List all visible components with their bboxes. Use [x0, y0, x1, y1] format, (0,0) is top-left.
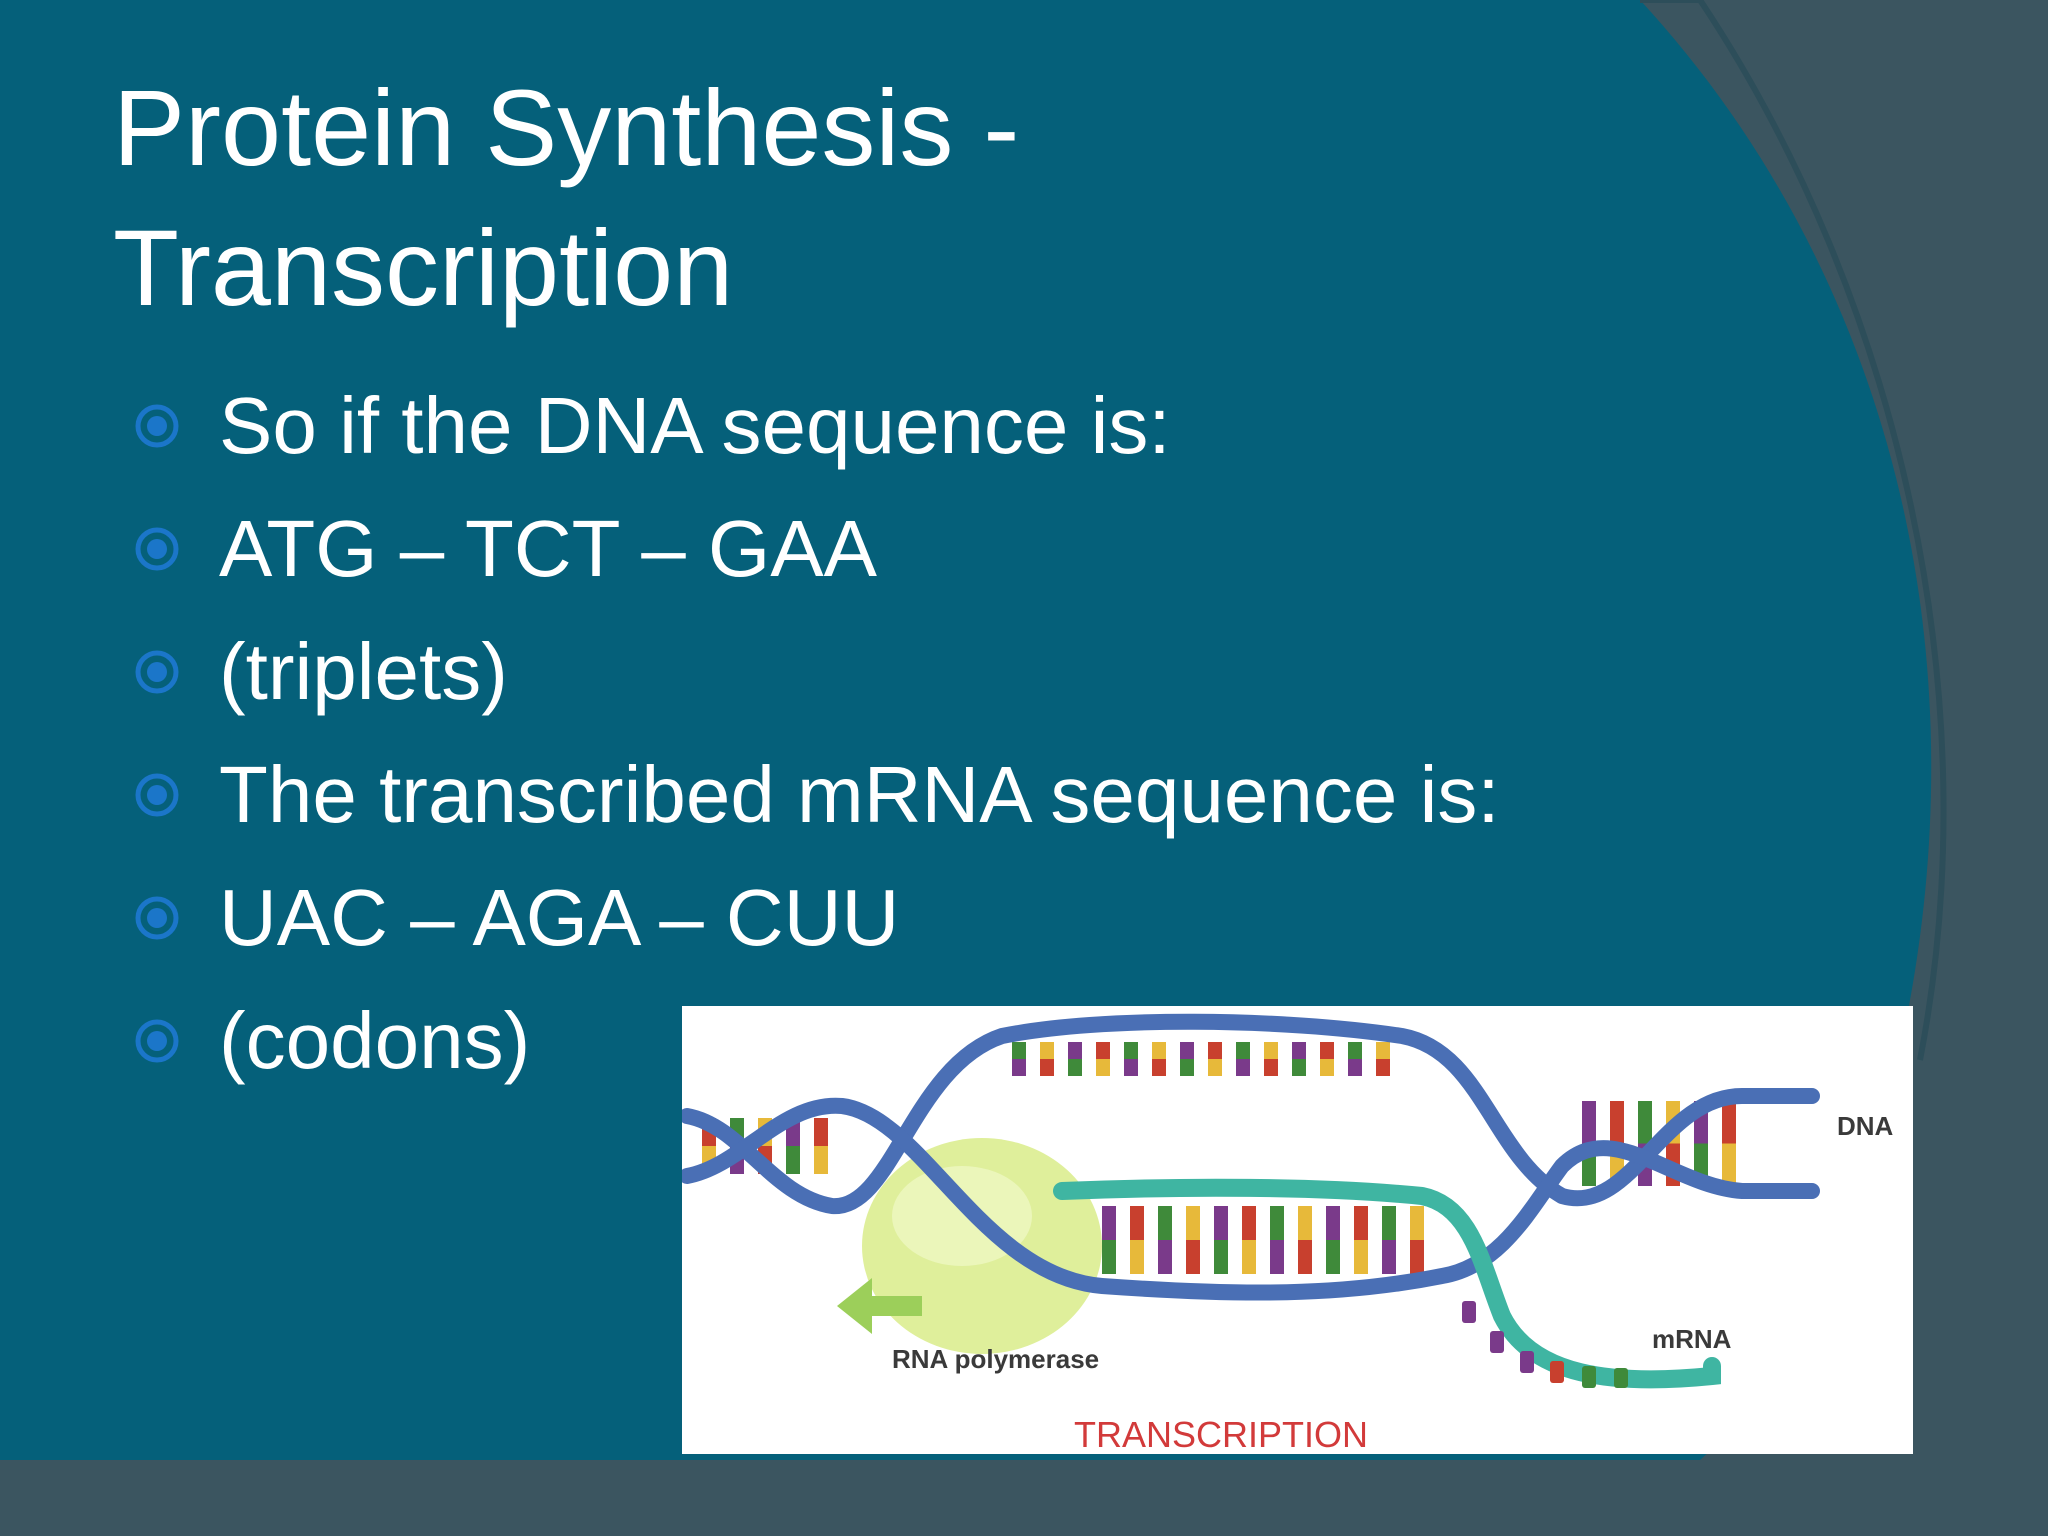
base-pair-rung: [1180, 1059, 1194, 1076]
base-pair-rung: [1582, 1101, 1596, 1144]
base-pair-rung: [1270, 1240, 1284, 1274]
base-pair-rung: [1180, 1042, 1194, 1059]
base-pair-rung: [1298, 1206, 1312, 1240]
base-pair-rung: [1326, 1206, 1340, 1240]
dna-strand-bottom: [682, 1097, 1820, 1301]
base-pair-rung: [1236, 1059, 1250, 1076]
base-pair-rung: [1292, 1059, 1306, 1076]
bullet-text: The transcribed mRNA sequence is:: [219, 749, 1500, 839]
base-pair-rung: [1242, 1206, 1256, 1240]
target-bullet-icon: [135, 773, 179, 816]
bullet-text: UAC – AGA – CUU: [219, 872, 900, 962]
bullet-item: So if the DNA sequence is:: [133, 364, 1500, 487]
slide-title: Protein Synthesis - Transcription: [113, 58, 1019, 338]
base-pair-rung: [814, 1118, 828, 1146]
target-bullet-icon: [135, 1019, 179, 1062]
base-pair-rung: [1292, 1042, 1306, 1059]
base-pair-rung: [1040, 1059, 1054, 1076]
base-pair-rung: [1326, 1240, 1340, 1274]
base-pair-rung: [1376, 1042, 1390, 1059]
base-pair-rung: [1722, 1101, 1736, 1144]
base-pair-rung: [1410, 1206, 1424, 1240]
base-pair-rung: [1186, 1206, 1200, 1240]
base-pair-rung: [1270, 1206, 1284, 1240]
base-pair-rung: [1264, 1042, 1278, 1059]
base-pair-rung: [1158, 1240, 1172, 1274]
base-pair-rung: [1354, 1240, 1368, 1274]
bullet-item: ATG – TCT – GAA: [133, 487, 1500, 610]
target-bullet-icon: [135, 896, 179, 939]
base-pair-rung: [1348, 1059, 1362, 1076]
base-pair-rung: [1610, 1101, 1624, 1144]
target-bullet-icon: [135, 527, 179, 570]
bullet-text: ATG – TCT – GAA: [219, 503, 877, 593]
base-pair-rung: [1130, 1240, 1144, 1274]
base-pair-rung: [1722, 1143, 1736, 1186]
base-pair-rung: [1208, 1042, 1222, 1059]
base-pair-rung: [814, 1146, 828, 1174]
base-pair-rung: [1124, 1042, 1138, 1059]
base-pair-rung: [1068, 1042, 1082, 1059]
rna-polymerase-label: RNA polymerase: [892, 1344, 1100, 1374]
base-pair-rung: [1158, 1206, 1172, 1240]
target-bullet-icon: [135, 650, 179, 693]
base-pair-rung: [1152, 1059, 1166, 1076]
base-pair-rung: [1130, 1206, 1144, 1240]
base-pair-rung: [1638, 1101, 1652, 1144]
target-bullet-icon: [135, 404, 179, 447]
bullet-text: So if the DNA sequence is:: [219, 380, 1171, 470]
base-pair-rung: [1068, 1059, 1082, 1076]
base-pair-rung: [1214, 1206, 1228, 1240]
base-pair-rung: [1012, 1059, 1026, 1076]
base-pair-rung: [1376, 1059, 1390, 1076]
transcription-diagram: DNA mRNA RNA polymerase TRANSCRIPTION: [682, 1006, 1913, 1454]
bullet-item: The transcribed mRNA sequence is:: [133, 733, 1500, 856]
base-pair-rung: [1242, 1240, 1256, 1274]
base-pair-rung: [1298, 1240, 1312, 1274]
dna-transcription-illustration: [682, 1013, 1820, 1389]
base-pair-rung: [1012, 1042, 1026, 1059]
base-pair-rung: [1102, 1206, 1116, 1240]
base-pair-rung: [1040, 1042, 1054, 1059]
base-pair-rung: [1320, 1059, 1334, 1076]
bullet-list: So if the DNA sequence is: ATG – TCT – G…: [133, 364, 1500, 1102]
bullet-text: (codons): [219, 995, 531, 1085]
dna-strand-top: [682, 1013, 1820, 1215]
bullet-item: (codons): [133, 979, 1500, 1102]
direction-arrow-icon: [837, 1278, 922, 1334]
base-pair-rung: [1264, 1059, 1278, 1076]
dna-label: DNA: [1837, 1111, 1894, 1141]
base-pair-rung: [786, 1146, 800, 1174]
base-pair-rung: [1096, 1059, 1110, 1076]
figure-caption: TRANSCRIPTION: [1074, 1414, 1369, 1454]
mrna-label: mRNA: [1652, 1324, 1732, 1354]
base-pair-rung: [1186, 1240, 1200, 1274]
base-pair-rung: [1214, 1240, 1228, 1274]
base-pair-rung: [1102, 1240, 1116, 1274]
bullet-text: (triplets): [219, 626, 508, 716]
title-line-2: Transcription: [113, 207, 734, 328]
base-pair-rung: [1124, 1059, 1138, 1076]
base-pair-rung: [1236, 1042, 1250, 1059]
base-pair-rung: [1348, 1042, 1362, 1059]
base-pair-rung: [1382, 1240, 1396, 1274]
base-pair-rung: [1382, 1206, 1396, 1240]
base-pair-rung: [1208, 1059, 1222, 1076]
base-pair-rung: [1152, 1042, 1166, 1059]
base-pair-rung: [1320, 1042, 1334, 1059]
base-pair-rung: [1354, 1206, 1368, 1240]
title-line-1: Protein Synthesis -: [113, 67, 1020, 188]
base-pair-rung: [1096, 1042, 1110, 1059]
bullet-item: UAC – AGA – CUU: [133, 856, 1500, 979]
base-pair-rung: [1410, 1240, 1424, 1274]
bullet-item: (triplets): [133, 610, 1500, 733]
